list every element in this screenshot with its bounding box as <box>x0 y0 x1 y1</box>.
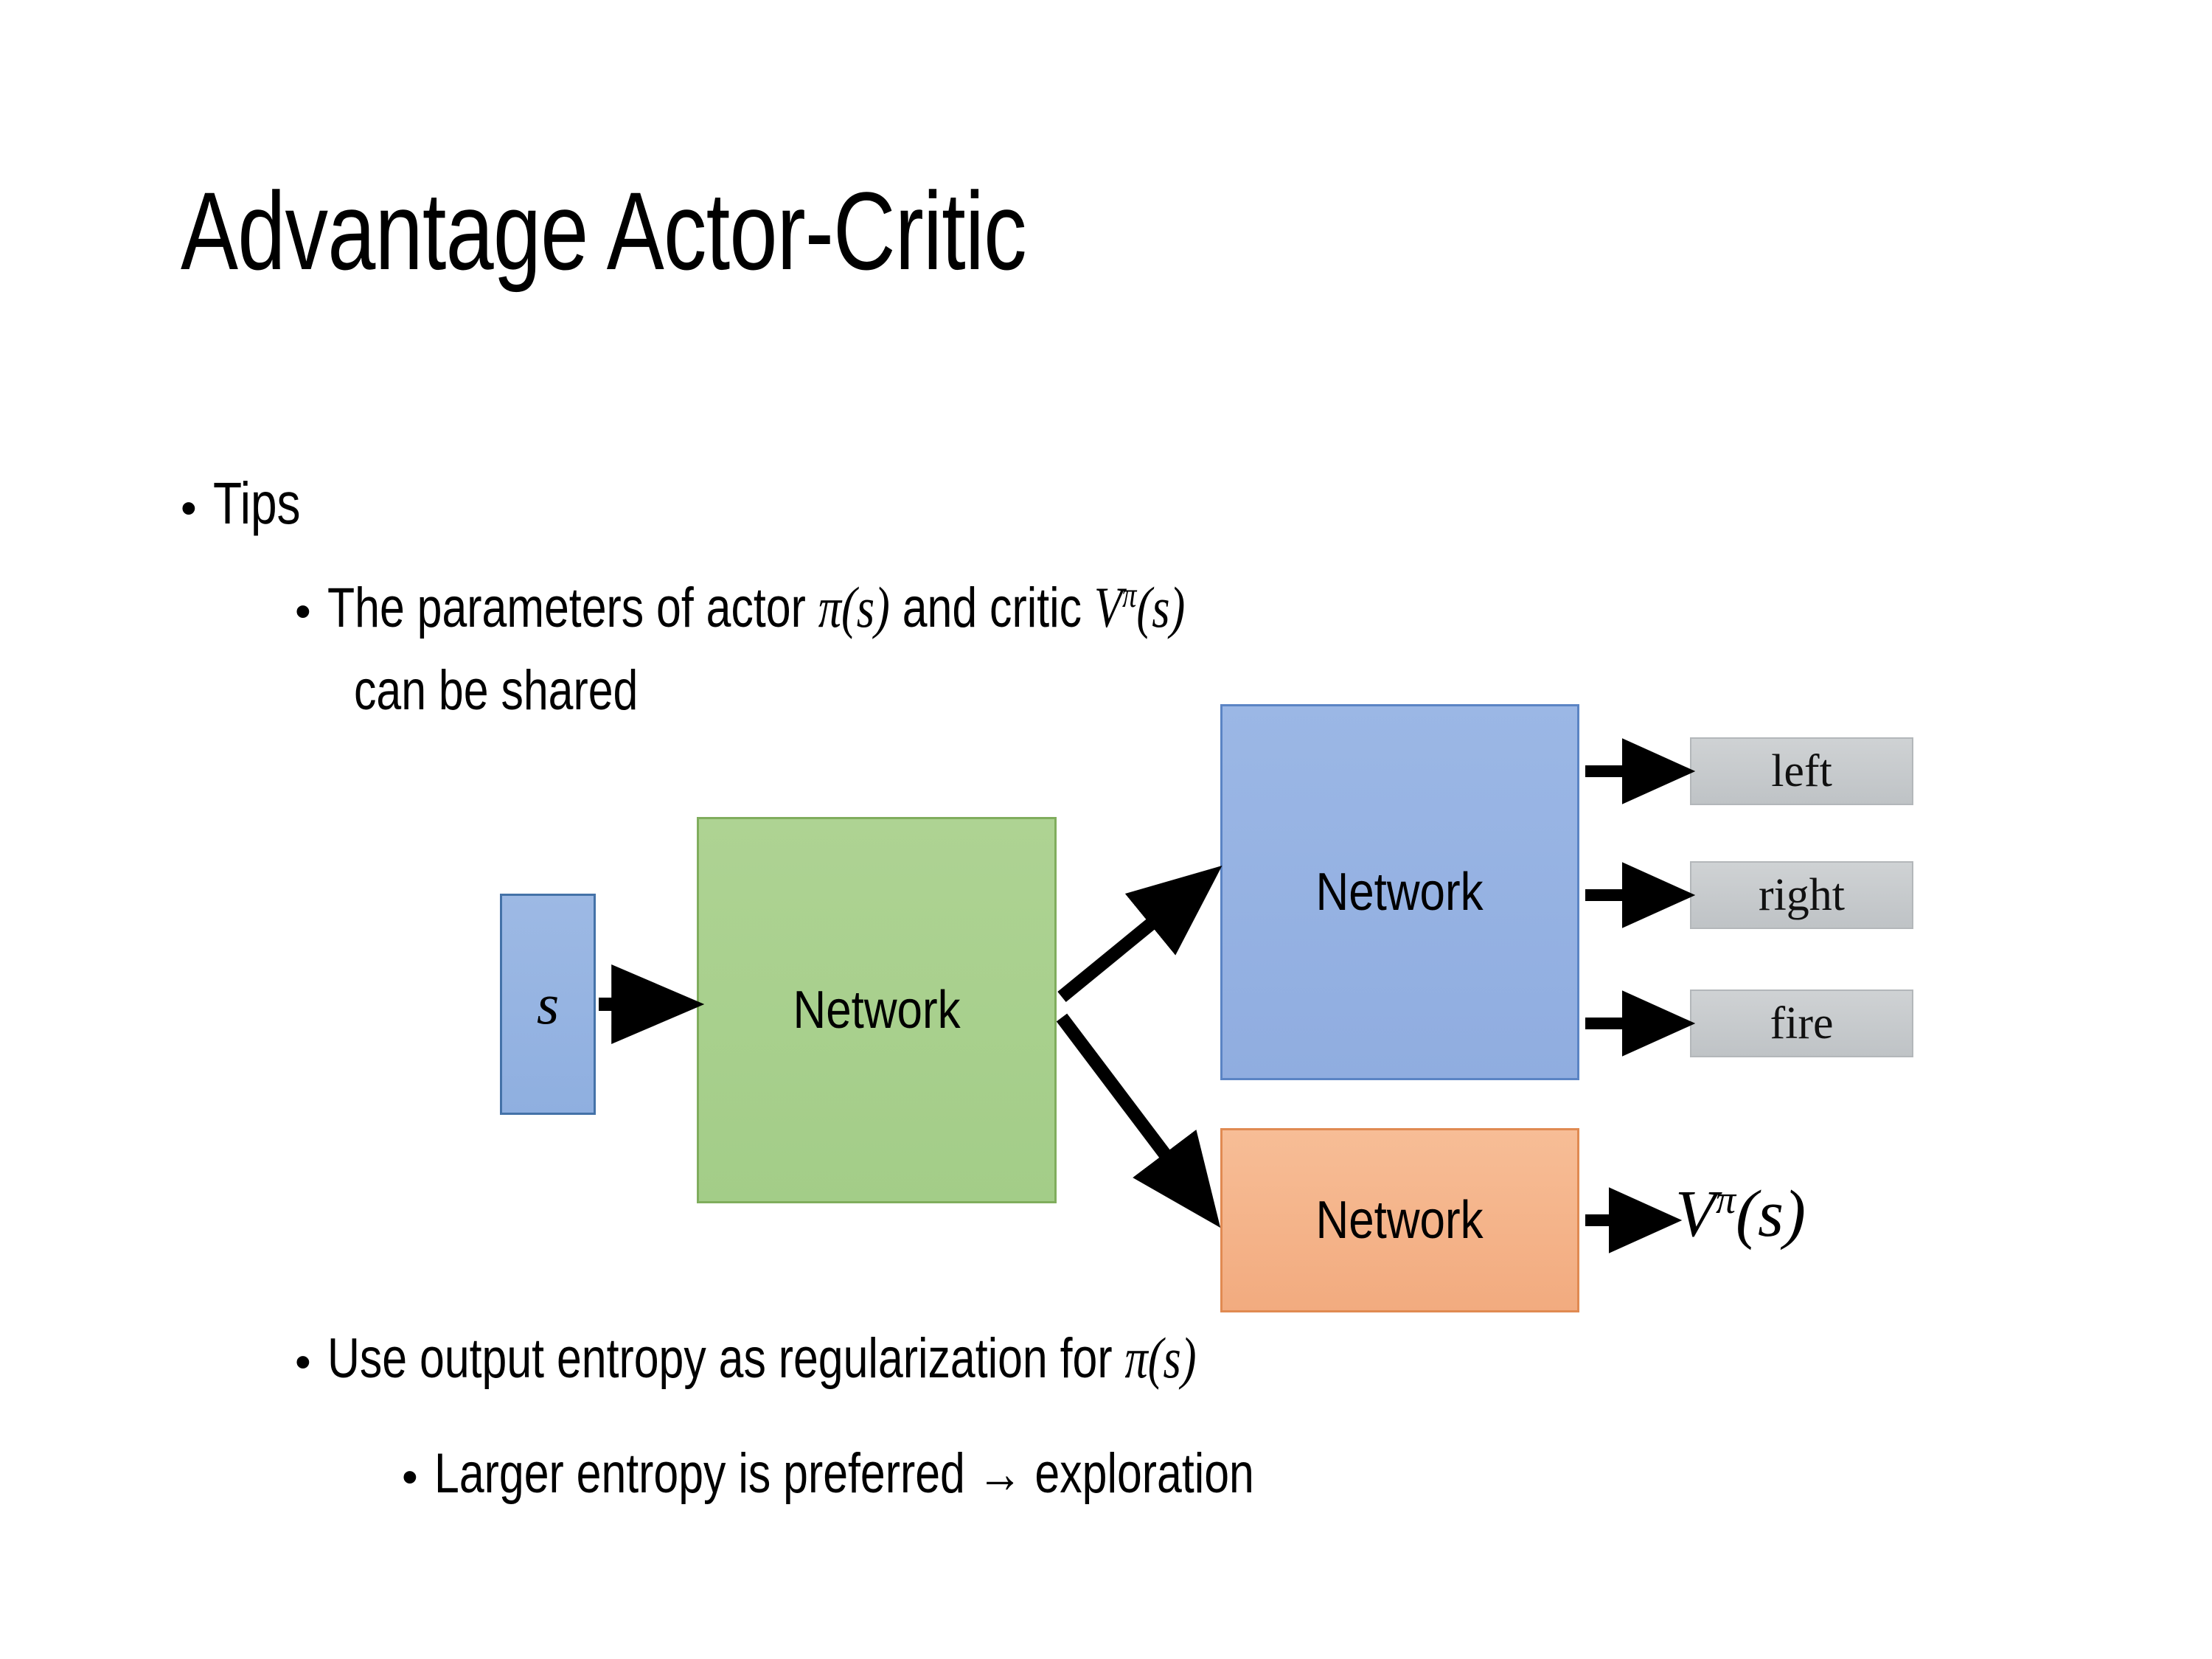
arrow-shared-to-actor <box>1057 866 1222 1002</box>
bullet-marker-icon: • <box>295 1337 311 1388</box>
diagram-input-state-box: s <box>500 894 596 1115</box>
bullet-entropy-prefix: Use output entropy as regularization for <box>327 1327 1125 1390</box>
actor-policy-symbol: π(s) <box>1124 1326 1197 1390</box>
critic-value-superscript: π <box>1121 576 1137 615</box>
bullet-tips-label: Tips <box>212 470 301 536</box>
bullet-entropy: • Use output entropy as regularization f… <box>295 1326 1413 1390</box>
diagram-critic-network-label: Network <box>1315 1191 1484 1250</box>
diagram-action-fire-label: fire <box>1770 998 1834 1048</box>
diagram-action-left-label: left <box>1771 745 1832 796</box>
diagram-shared-network-box: Network <box>697 817 1057 1203</box>
bullet-marker-icon: • <box>181 483 197 534</box>
diagram-actor-network-label: Network <box>1315 863 1484 922</box>
diagram-critic-output-superscript: π <box>1715 1178 1736 1222</box>
diagram-actor-network-box: Network <box>1220 704 1579 1080</box>
critic-value-base: V <box>1093 575 1122 639</box>
actor-policy-symbol: π(s) <box>818 575 890 639</box>
bullet-parameters-prefix: The parameters of actor <box>327 577 818 639</box>
bullet-parameters-middle: and critic <box>889 577 1094 639</box>
diagram-action-fire-box: fire <box>1690 990 1913 1057</box>
bullet-marker-icon: • <box>295 586 311 637</box>
bullet-larger-entropy: • Larger entropy is preferred → explorat… <box>402 1442 1459 1505</box>
diagram-action-right-box: right <box>1690 861 1913 929</box>
bullet-parameters-text: The parameters of actor π(s) and critic … <box>327 575 1185 639</box>
arrow-shared-to-critic <box>1056 1013 1221 1228</box>
bullet-parameters: • The parameters of actor π(s) and criti… <box>295 575 1399 639</box>
bullet-entropy-text: Use output entropy as regularization for… <box>327 1326 1197 1390</box>
bullet-marker-icon: • <box>402 1452 418 1503</box>
page-title: Advantage Actor-Critic <box>181 169 1027 293</box>
diagram-action-right-label: right <box>1758 869 1846 920</box>
bullet-larger-entropy-text: Larger entropy is preferred → exploratio… <box>434 1442 1254 1505</box>
diagram-shared-network-label: Network <box>793 981 961 1040</box>
diagram-critic-output-label: Vπ(s) <box>1675 1176 1806 1252</box>
diagram-critic-output-base: V <box>1675 1178 1716 1251</box>
diagram-critic-output-arg: (s) <box>1736 1178 1806 1251</box>
diagram-critic-network-box: Network <box>1220 1128 1579 1312</box>
diagram-action-left-box: left <box>1690 737 1913 805</box>
critic-value-symbol: Vπ(s) <box>1094 575 1185 639</box>
bullet-tips: • Tips <box>181 470 322 536</box>
critic-value-arg: (s) <box>1136 575 1185 639</box>
bullet-parameters-line2: can be shared <box>354 659 709 722</box>
diagram-input-state-label: s <box>536 972 560 1036</box>
bullet-parameters-line2-text: can be shared <box>354 659 639 722</box>
